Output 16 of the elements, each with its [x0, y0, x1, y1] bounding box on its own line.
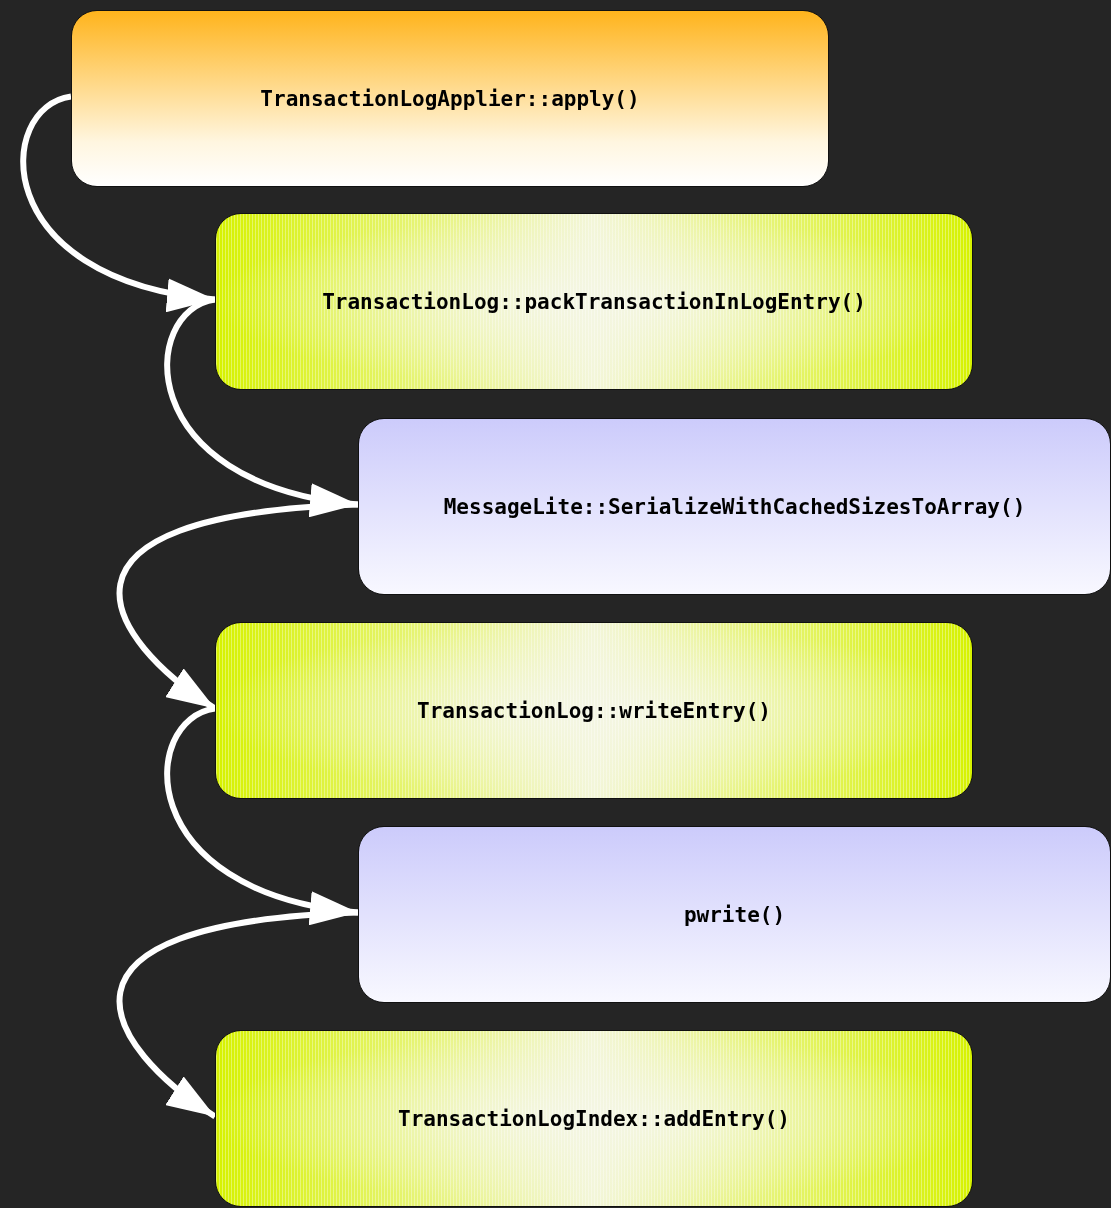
- function-box: [71, 10, 829, 187]
- function-name: TransactionLogApplier::apply(): [260, 86, 640, 111]
- function-box: [215, 622, 973, 799]
- curved-arrow: [164, 705, 359, 922]
- function-box: [215, 213, 973, 390]
- function-name: MessageLite::SerializeWithCachedSizesToArray(): [443, 494, 1026, 519]
- function-box: [358, 418, 1111, 595]
- curved-arrow: [164, 296, 359, 514]
- function-name: TransactionLogIndex::addEntry(): [398, 1106, 790, 1131]
- curved-arrow: [117, 909, 359, 1119]
- function-box: [215, 1030, 973, 1207]
- function-box: [358, 826, 1111, 1003]
- function-name: pwrite(): [683, 902, 786, 927]
- function-name: TransactionLog::writeEntry(): [417, 698, 771, 723]
- curved-arrow: [20, 93, 216, 310]
- function-name: TransactionLog::packTransactionInLogEntry(): [322, 289, 866, 314]
